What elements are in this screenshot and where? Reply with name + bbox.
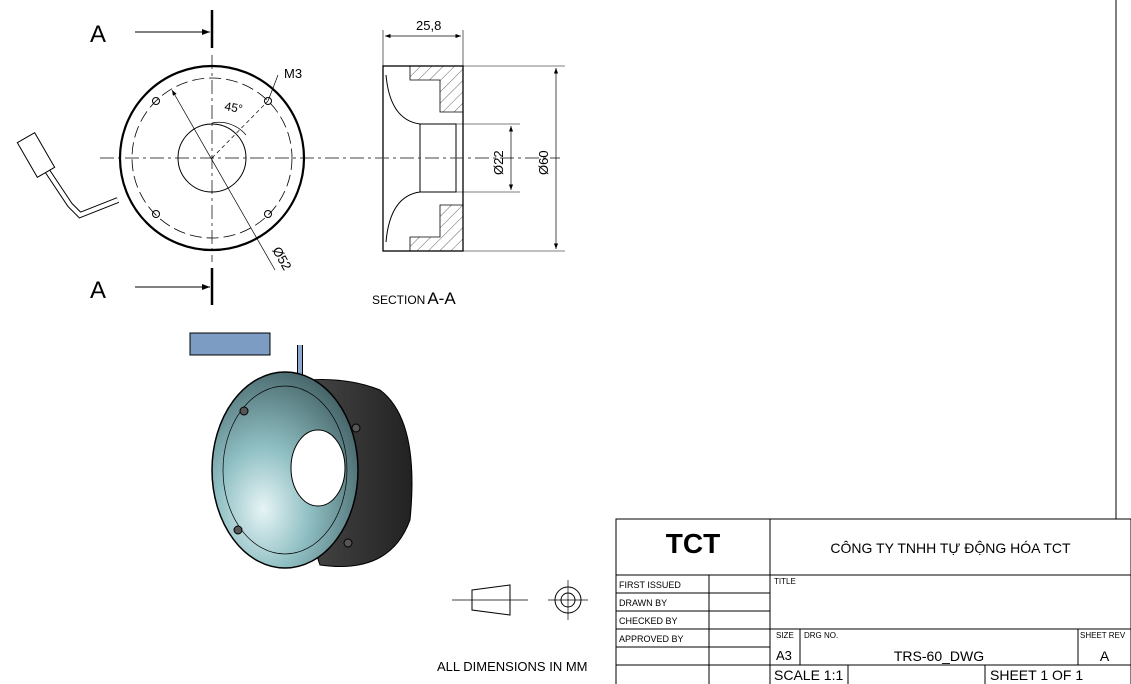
sheet-rev-label: SHEET REV (1080, 631, 1126, 640)
bolt-circle-dimension: Ø52 (269, 244, 294, 273)
section-label-prefix: SECTION (372, 293, 425, 307)
projection-symbol (452, 580, 588, 620)
company-logo: TCT (665, 528, 721, 559)
size-value: A3 (776, 648, 792, 663)
sheet-rev-value: A (1099, 648, 1110, 664)
checked-by-label: CHECKED BY (619, 616, 678, 626)
first-issued-label: FIRST ISSUED (619, 580, 681, 590)
width-dimension: 25,8 (416, 18, 441, 33)
section-view (325, 30, 565, 252)
inner-diameter-dimension: Ø22 (491, 150, 506, 175)
units-note: ALL DIMENSIONS IN MM (437, 659, 587, 674)
sheet-count: SHEET 1 OF 1 (990, 667, 1084, 683)
drg-no-value: TRS-60_DWG (893, 648, 985, 664)
title-block (615, 518, 1131, 684)
section-marker-bottom: A (90, 277, 106, 304)
isometric-view (189, 332, 413, 569)
front-view (16, 10, 322, 305)
thread-dimension: M3 (284, 66, 302, 81)
outer-diameter-dimension: Ø60 (536, 150, 551, 175)
angle-dimension: 45° (223, 99, 244, 116)
size-label: SIZE (776, 631, 794, 640)
scale-value: SCALE 1:1 (774, 667, 844, 683)
title-label: TITLE (774, 577, 796, 586)
company-name: CÔNG TY TNHH TỰ ĐỘNG HÓA TCT (830, 540, 1071, 556)
section-label-name: A-A (427, 289, 456, 308)
approved-by-label: APPROVED BY (619, 634, 684, 644)
drg-no-label: DRG NO. (804, 631, 839, 640)
drawn-by-label: DRAWN BY (619, 598, 668, 608)
section-marker-top: A (90, 21, 106, 48)
